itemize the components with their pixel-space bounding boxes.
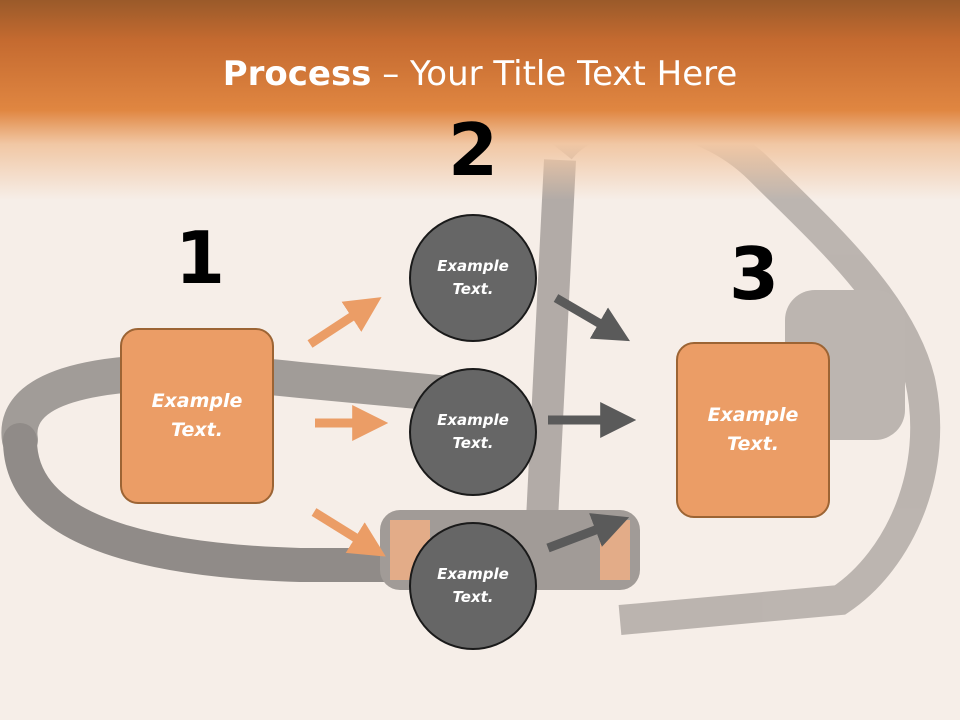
title-bold: Process [222,54,372,94]
step-number-3: 3 [728,232,780,316]
circle-3-text: Example Text. [437,565,509,606]
title-rest: – Your Title Text Here [371,54,738,94]
step-number-1: 1 [174,216,226,300]
step-number-2: 2 [447,108,499,192]
process-circle-1[interactable]: Example Text. [409,214,537,342]
left-box-text: Example Text. [151,390,243,441]
circle-2-text: Example Text. [437,411,509,452]
right-process-box[interactable]: Example Text. [676,342,830,518]
header-band [0,0,960,200]
process-circle-3[interactable]: Example Text. [409,522,537,650]
left-process-box[interactable]: Example Text. [120,328,274,504]
circle-1-text: Example Text. [437,257,509,298]
process-circle-2[interactable]: Example Text. [409,368,537,496]
right-box-text: Example Text. [707,404,799,455]
slide-title: Process – Your Title Text Here [0,52,960,96]
